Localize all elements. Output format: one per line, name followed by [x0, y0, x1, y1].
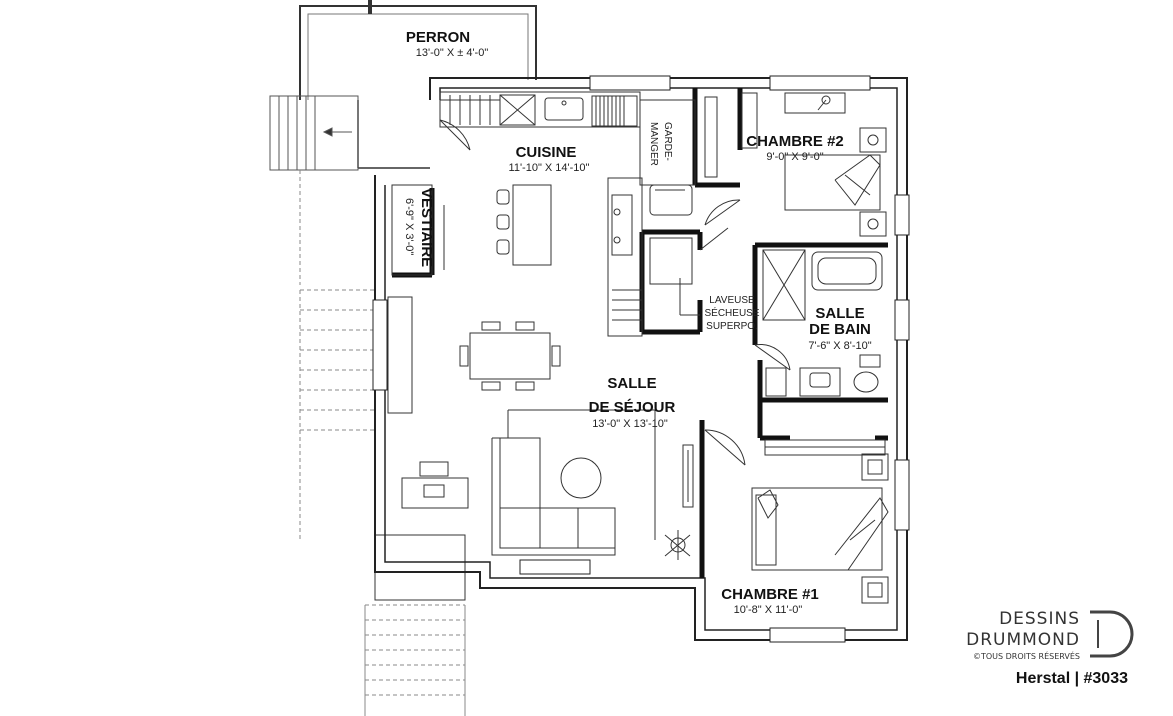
laveuse-line2: SÉCHEUSE: [704, 306, 759, 319]
bedroom2-door: [704, 199, 741, 226]
room-labels: PERRON 13'-0" X ± 4'-0" CUISINE 11'-10" …: [403, 29, 872, 616]
sejour-name-1: SALLE: [607, 375, 656, 392]
dining-table: [459, 321, 561, 391]
kitchen-island: [496, 184, 552, 266]
porch-area: [299, 0, 537, 169]
chambre1-dims: 10'-8" X 11'-0": [734, 604, 803, 616]
model-label: Herstal | #3033: [1016, 670, 1128, 687]
salle-bain-dims: 7'-6" X 8'-10": [808, 340, 871, 352]
kitchen-counter: [439, 91, 641, 128]
media-wall: [682, 444, 694, 508]
laundry-door: [679, 227, 729, 316]
salle-bain-name-1: SALLE: [815, 305, 864, 322]
desk: [401, 461, 469, 509]
chambre2-dims: 9'-0" X 9'-0": [766, 151, 823, 163]
coffee-table: [560, 457, 602, 499]
laveuse-line1: LAVEUSE: [709, 295, 755, 306]
chambre2-name: CHAMBRE #2: [746, 133, 844, 150]
bathroom-door: [754, 344, 791, 371]
plant: [664, 530, 691, 560]
fridge: [649, 237, 693, 285]
porch-stairs: [269, 95, 359, 171]
exterior-walls: [374, 77, 908, 641]
vestiaire-name: VESTIAIRE: [418, 188, 435, 267]
bathroom-fixtures: [762, 249, 883, 397]
pantry: [639, 99, 696, 216]
salle-bain-name-2: DE BAIN: [809, 321, 871, 338]
chambre1-name: CHAMBRE #1: [721, 586, 819, 603]
brand-d-mark-icon: [1090, 610, 1134, 658]
bedroom1-door: [704, 429, 746, 466]
perron-name: PERRON: [406, 29, 470, 46]
sejour-dims: 13'-0" X 13'-10": [592, 418, 668, 430]
sejour-name-2: DE SÉJOUR: [589, 399, 676, 416]
brand-logo: DESSINS DRUMMOND ©TOUS DROITS RÉSERVÉS H…: [966, 609, 1134, 687]
left-terrace-lines: [299, 170, 375, 540]
brand-line1: DESSINS: [999, 609, 1080, 629]
garde-manger-line1: GARDE-: [662, 122, 673, 161]
entry-door: [439, 119, 471, 151]
windows: [372, 75, 910, 643]
garde-manger-line2: MANGER: [648, 122, 659, 166]
bottom-stairs: [364, 534, 466, 716]
closet-outline: [391, 184, 445, 276]
sofa-sectional: [491, 409, 656, 556]
bedroom1-furniture: [751, 439, 889, 604]
bedroom2-furniture: [704, 92, 887, 237]
cuisine-name: CUISINE: [516, 144, 577, 161]
cuisine-dims: 11'-10" X 14'-10": [509, 162, 590, 174]
brand-rights: ©TOUS DROITS RÉSERVÉS: [973, 650, 1080, 661]
brand-line2: DRUMMOND: [966, 630, 1080, 650]
perron-dims: 13'-0" X ± 4'-0": [416, 47, 489, 59]
tv-console: [387, 296, 413, 414]
laveuse-line3: SUPERPO.: [706, 321, 758, 332]
vestiaire-dims: 6'-9" X 3'-0": [403, 198, 415, 255]
kitchen-range-wall: [607, 177, 643, 337]
